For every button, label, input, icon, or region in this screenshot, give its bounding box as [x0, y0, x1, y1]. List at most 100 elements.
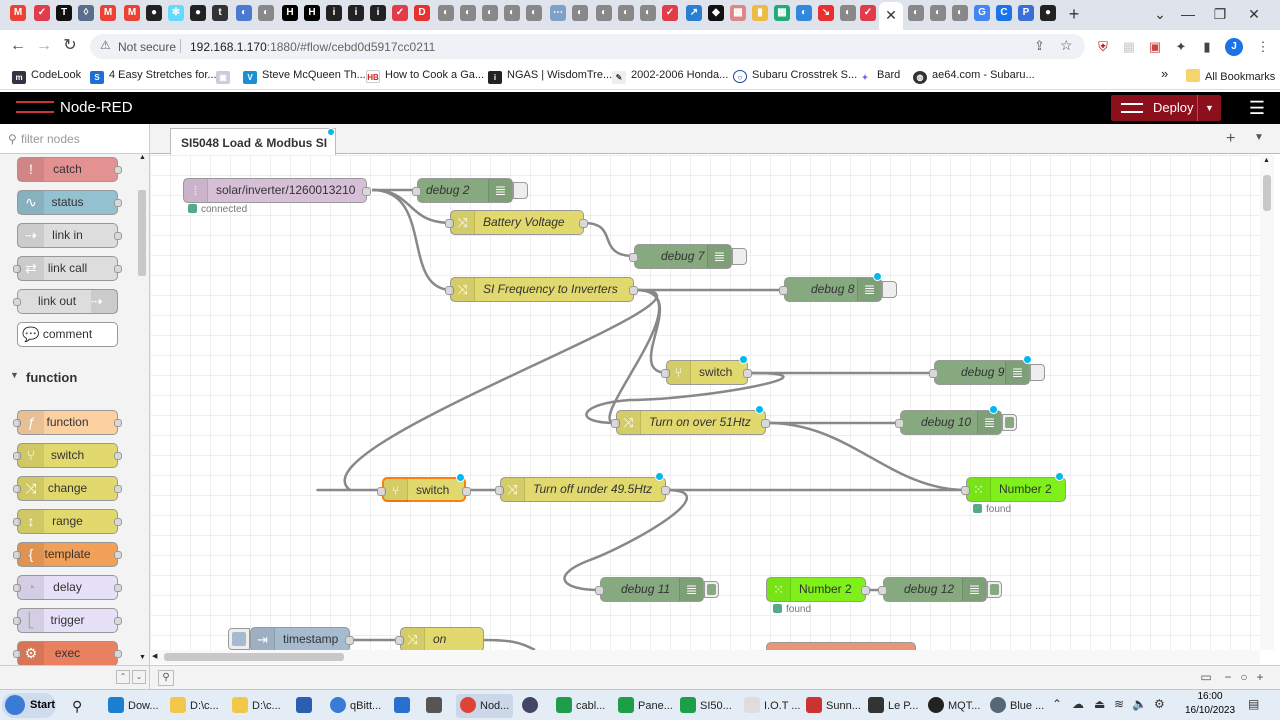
hf-tab-icon[interactable]: H	[304, 5, 320, 21]
input-port[interactable]	[629, 253, 638, 262]
debug-node[interactable]: debug 9 ≣	[929, 355, 1045, 385]
forward-button[interactable]: →	[36, 37, 52, 54]
palette-node-switch[interactable]: ⑂ switch	[13, 443, 122, 468]
pocket-tab-icon[interactable]: ✓	[662, 5, 678, 21]
debug-toggle-button[interactable]	[882, 281, 897, 298]
palette-node-status[interactable]: ∿ status	[17, 190, 122, 215]
calendar-tab-icon[interactable]: C	[996, 5, 1012, 21]
palette-node-link-call[interactable]: ⇄ link call	[13, 256, 122, 281]
switch-node[interactable]: ⑂ switch	[377, 473, 471, 502]
ublock-icon[interactable]: ⛨	[1098, 39, 1108, 54]
debug-toggle-button[interactable]	[1030, 364, 1045, 381]
change-node[interactable]: ⤨ Turn off under 49.5Htz	[495, 472, 670, 502]
sidepanel-icon[interactable]: ▮	[1203, 39, 1211, 54]
all-bookmarks[interactable]: All Bookmarks	[1186, 69, 1275, 83]
output-port[interactable]	[362, 187, 371, 196]
zoom-in-icon[interactable]: +	[1256, 670, 1264, 684]
output-port[interactable]	[114, 166, 122, 174]
react-tab-icon[interactable]: ✻	[168, 5, 184, 21]
input-port[interactable]	[13, 485, 21, 493]
web-tab-icon[interactable]: ◐	[840, 5, 856, 21]
tab-flow[interactable]: SI5048 Load & Modbus SI	[170, 128, 336, 155]
cloud-icon[interactable]: ☁	[1072, 697, 1084, 711]
output-port[interactable]	[114, 419, 122, 427]
input-port[interactable]	[779, 286, 788, 295]
palette-node-function[interactable]: ƒ function	[13, 410, 122, 435]
number-node[interactable]: ⁙ Number 2	[961, 472, 1066, 502]
github-tab-icon[interactable]: ●	[1040, 5, 1056, 21]
minimize-button[interactable]: —	[1181, 6, 1195, 22]
shield-tab-icon[interactable]: ◊	[78, 5, 94, 21]
output-port[interactable]	[114, 452, 122, 460]
output-port[interactable]	[114, 650, 122, 658]
deploy-button[interactable]: Deploy ▼	[1111, 95, 1221, 121]
output-port[interactable]	[661, 486, 670, 495]
debug-node[interactable]: debug 2 ≣	[412, 178, 528, 203]
taskbar-item[interactable]: cabl...	[556, 694, 605, 718]
zoom-reset-icon[interactable]: ○	[1240, 670, 1248, 684]
url-bar[interactable]: ⚠ Not secure 192.168.1.170:1880/#flow/ce…	[90, 34, 1085, 59]
debug-toggle-button[interactable]	[1002, 414, 1017, 431]
scroll-left-icon[interactable]: ◀	[152, 653, 158, 660]
input-port[interactable]	[878, 586, 887, 595]
star-icon[interactable]: ☆	[1060, 37, 1073, 53]
github-tab-icon[interactable]: ●	[146, 5, 162, 21]
taskbar-item[interactable]: Blue ...	[990, 694, 1044, 718]
input-port[interactable]	[495, 486, 504, 495]
web-tab-icon[interactable]: ◐	[258, 5, 274, 21]
output-port[interactable]	[114, 485, 122, 493]
workspace-vertical-scrollbar[interactable]: ▲	[1260, 155, 1274, 650]
number-node[interactable]: ⁙ Number 2	[766, 577, 870, 602]
output-port[interactable]	[114, 617, 122, 625]
output-port[interactable]	[579, 219, 588, 228]
input-port[interactable]	[929, 369, 938, 378]
extension-icon[interactable]: ▦	[1122, 39, 1136, 54]
usb-icon[interactable]: ⏏	[1094, 697, 1106, 711]
palette-node-change[interactable]: ⤨ change	[13, 476, 122, 501]
input-port[interactable]	[13, 265, 21, 273]
output-port[interactable]	[462, 487, 471, 496]
input-port[interactable]	[412, 187, 421, 196]
taskbar-item[interactable]: Dow...	[108, 694, 159, 718]
inv-tab-icon[interactable]: i	[348, 5, 364, 21]
scrollbar-thumb[interactable]	[164, 653, 344, 661]
web-tab-icon[interactable]: ▮	[752, 5, 768, 21]
palette-scrollbar[interactable]: ▲ ▼	[137, 154, 149, 665]
web-tab-icon[interactable]: ◐	[572, 5, 588, 21]
avatar[interactable]: J	[1225, 38, 1243, 56]
gear-icon[interactable]: ⚙	[1154, 697, 1165, 711]
filter-nodes-input[interactable]: ⚲ filter nodes	[0, 124, 149, 154]
taskbar-item[interactable]: Le P...	[868, 694, 918, 718]
input-port[interactable]	[13, 650, 21, 658]
input-port[interactable]	[895, 419, 904, 428]
rss-tab-icon[interactable]: D	[414, 5, 430, 21]
security-label[interactable]: Not secure	[118, 40, 177, 54]
pocket-tab-icon[interactable]: ✓	[860, 5, 876, 21]
web-tab-icon[interactable]: ◐	[640, 5, 656, 21]
url-text[interactable]: 192.168.1.170:1880/#flow/cebd0d5917cc021…	[190, 40, 435, 54]
chevron-down-icon[interactable]: ▼	[1197, 95, 1221, 121]
web-tab-icon[interactable]: ◐	[460, 5, 476, 21]
diamond-tab-icon[interactable]: ◆	[708, 5, 724, 21]
start-button[interactable]: Start	[2, 693, 56, 718]
taskbar-item[interactable]: Sunn...	[806, 694, 861, 718]
puzzle-icon[interactable]: ✦	[1175, 39, 1187, 54]
gmail-tab-icon[interactable]: M	[124, 5, 140, 21]
expand-all-icon[interactable]: ⌄	[132, 670, 146, 684]
palette-node-link-out[interactable]: link out ⇢	[13, 289, 118, 314]
inv-tab-icon[interactable]: i	[370, 5, 386, 21]
inv-tab-icon[interactable]: i	[326, 5, 342, 21]
debug-toggle-button[interactable]	[704, 581, 719, 598]
gmail-tab-icon[interactable]: M	[10, 5, 26, 21]
t-tab-icon[interactable]: T	[56, 5, 72, 21]
scrollbar-thumb[interactable]	[1263, 175, 1271, 211]
switch-node[interactable]: ⑂ switch	[661, 355, 752, 385]
output-port[interactable]	[114, 518, 122, 526]
debug-toggle-button[interactable]	[732, 248, 747, 265]
taskbar-item[interactable]	[394, 694, 414, 718]
taskbar-item[interactable]: MQT...	[928, 694, 980, 718]
input-port[interactable]	[445, 219, 454, 228]
web-tab-icon[interactable]: ◐	[236, 5, 252, 21]
